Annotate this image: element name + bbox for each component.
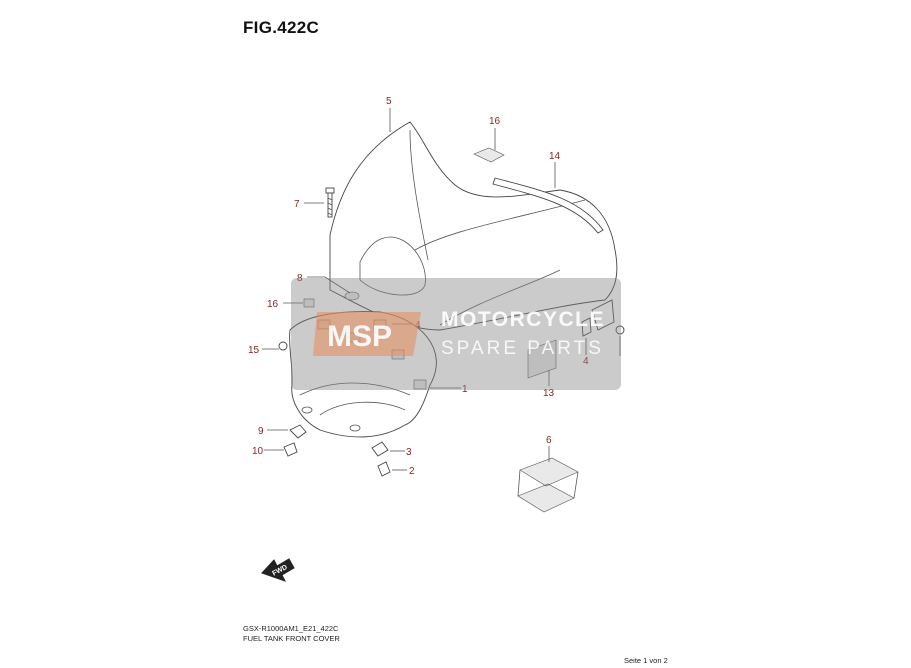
callout-13: 15: [248, 345, 260, 356]
callout-2: 2: [409, 466, 415, 477]
front-cover-crease-2: [409, 129, 429, 261]
clip-nut: [303, 298, 315, 308]
front-cover-shell: [329, 121, 618, 331]
washer-part-8: [344, 291, 360, 301]
callout-5: 5: [386, 96, 392, 107]
lower-cover-hole-2: [349, 424, 361, 432]
suzuki-emblem-edge: [517, 469, 579, 499]
bolt-part-2: [377, 461, 391, 477]
screw-part-7: [325, 187, 335, 218]
trim-strip: [492, 177, 604, 234]
cover-bracket: [591, 299, 615, 331]
leader-8: [307, 276, 351, 294]
msp-logo: MSP: [313, 312, 421, 356]
front-cover-crease: [414, 199, 586, 251]
callout-9: 9: [258, 426, 264, 437]
watermark-line2: SPARE PARTS: [441, 338, 604, 359]
callout-6: 6: [546, 435, 552, 446]
lower-cover-ridge: [299, 382, 411, 396]
callout-11: 13: [543, 388, 555, 399]
lower-cover-ridge-2: [319, 401, 406, 416]
msp-logo-text: MSP: [327, 320, 392, 353]
callout-3: 3: [406, 447, 412, 458]
figure-subtitle: FUEL TANK FRONT COVER: [243, 634, 340, 643]
clip-nut: [413, 379, 427, 390]
bracket-part-4: [581, 317, 592, 337]
suzuki-emblem: [517, 457, 579, 513]
callout-14: 16: [267, 299, 279, 310]
front-cover-inner-line: [359, 236, 426, 296]
page-number: Seite 1 von 2: [624, 656, 668, 665]
fwd-arrow-icon: FWD: [261, 558, 295, 582]
callout-10: 10: [252, 446, 264, 457]
watermark-line1: MOTORCYCLE: [441, 308, 605, 331]
collar-part-10: [283, 442, 298, 457]
callout-4b: 4: [583, 356, 589, 367]
cushion-pad: [473, 147, 505, 163]
callout-16: 16: [489, 116, 501, 127]
figure-title: FIG.422C: [243, 18, 320, 37]
label-part-11: [527, 339, 557, 379]
bolt-part-3: [371, 441, 389, 457]
lower-cover-hole: [301, 406, 313, 414]
callout-12: 14: [549, 151, 561, 162]
model-code: GSX-R1000AM1_E21_422C: [243, 624, 339, 633]
grommet-part-9: [289, 424, 307, 439]
watermark-banner: MSP MOTORCYCLE SPARE PARTS: [291, 278, 621, 390]
front-cover-side-curve: [439, 269, 561, 326]
callout-8: 8: [297, 273, 303, 284]
bolt-part-15: [615, 325, 625, 335]
callout-1: 1: [462, 384, 468, 395]
rivet-part-13: [278, 341, 288, 351]
callout-7: 7: [294, 199, 300, 210]
